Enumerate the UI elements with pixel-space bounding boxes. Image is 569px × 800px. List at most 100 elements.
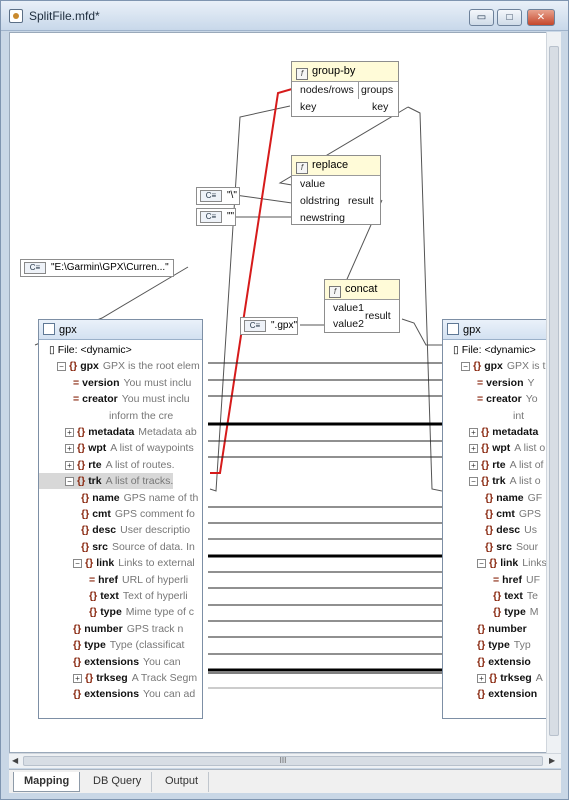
expand-icon[interactable]: + (65, 428, 74, 437)
horizontal-scrollbar[interactable]: ◀ III ▶ (9, 753, 561, 768)
source_tree-row-cont[interactable]: inform the cre (39, 408, 173, 424)
close-button[interactable]: ✕ (527, 9, 555, 26)
vertical-scroll-thumb[interactable] (549, 46, 559, 736)
replace-oldstring-port[interactable]: oldstring (300, 195, 340, 207)
minimize-button[interactable]: ▭ (469, 9, 494, 26)
groupby-key-out-port[interactable]: key (372, 101, 389, 113)
constant-path[interactable]: C≡"E:\Garmin\GPX\Curren..." (20, 259, 174, 277)
expand-icon[interactable]: + (477, 674, 486, 683)
concat-value2-port[interactable]: value2 (333, 318, 364, 330)
replace-result-port[interactable]: result (348, 195, 374, 207)
target_tree-row-extension[interactable]: {}extension (443, 686, 541, 702)
collapse-icon[interactable]: − (469, 477, 478, 487)
constant-backslash[interactable]: C≡"\" (196, 187, 240, 205)
groupby-key-in-port[interactable]: key (300, 101, 317, 113)
horizontal-scroll-thumb[interactable]: III (23, 756, 543, 766)
collapse-icon[interactable]: − (477, 559, 486, 569)
expand-icon[interactable]: + (469, 460, 478, 470)
expand-icon[interactable]: + (469, 428, 478, 437)
function-icon: f (296, 68, 308, 80)
target_tree-row-extensio[interactable]: {}extensio (443, 654, 535, 670)
scroll-left-arrow-icon[interactable]: ◀ (12, 756, 19, 765)
element-icon: {} (73, 688, 82, 701)
target_tree-row-cont[interactable]: int (443, 408, 524, 424)
constant-empty[interactable]: C≡"" (196, 208, 236, 226)
source_tree-row-filedynamic[interactable]: ▯ File: <dynamic> (39, 342, 132, 358)
vertical-scrollbar[interactable] (546, 32, 561, 753)
collapse-icon[interactable]: − (73, 559, 82, 569)
tab-output[interactable]: Output (155, 772, 210, 792)
collapse-icon[interactable]: − (65, 477, 74, 487)
tab-db-query[interactable]: DB Query (83, 772, 153, 792)
expand-icon[interactable]: + (65, 460, 74, 470)
replace-newstring-port[interactable]: newstring (300, 212, 345, 224)
replace-value-port[interactable]: value (300, 178, 326, 190)
target_tree-row-number[interactable]: {}number (443, 621, 531, 637)
expand-icon[interactable]: + (73, 674, 82, 683)
expand-icon[interactable]: + (469, 444, 478, 454)
collapse-icon[interactable]: − (461, 362, 470, 372)
source-gpx-header[interactable]: gpx (39, 320, 202, 340)
constant-gpx-ext[interactable]: C≡".gpx" (240, 317, 298, 335)
restore-button[interactable]: □ (497, 9, 522, 26)
element-icon: {} (81, 540, 90, 553)
groupby-nodes-port[interactable]: nodes/rows (300, 84, 354, 96)
node-description: Metadata ab (138, 426, 197, 438)
concat-value1-port[interactable]: value1 (333, 302, 364, 314)
target_tree-row-filedynamic[interactable]: ▯ File: <dynamic> (443, 342, 536, 358)
collapse-icon[interactable]: − (57, 362, 66, 372)
target_tree-row-metadata[interactable]: +{}metadata (443, 424, 542, 440)
groupby-groups-port[interactable]: groups (358, 82, 393, 99)
target-gpx-header[interactable]: gpx (443, 320, 554, 340)
tab-mapping[interactable]: Mapping (13, 772, 81, 792)
concat-result-port[interactable]: result (365, 310, 391, 322)
scroll-right-arrow-icon[interactable]: ▶ (549, 756, 556, 765)
expand-icon[interactable]: + (65, 444, 74, 454)
